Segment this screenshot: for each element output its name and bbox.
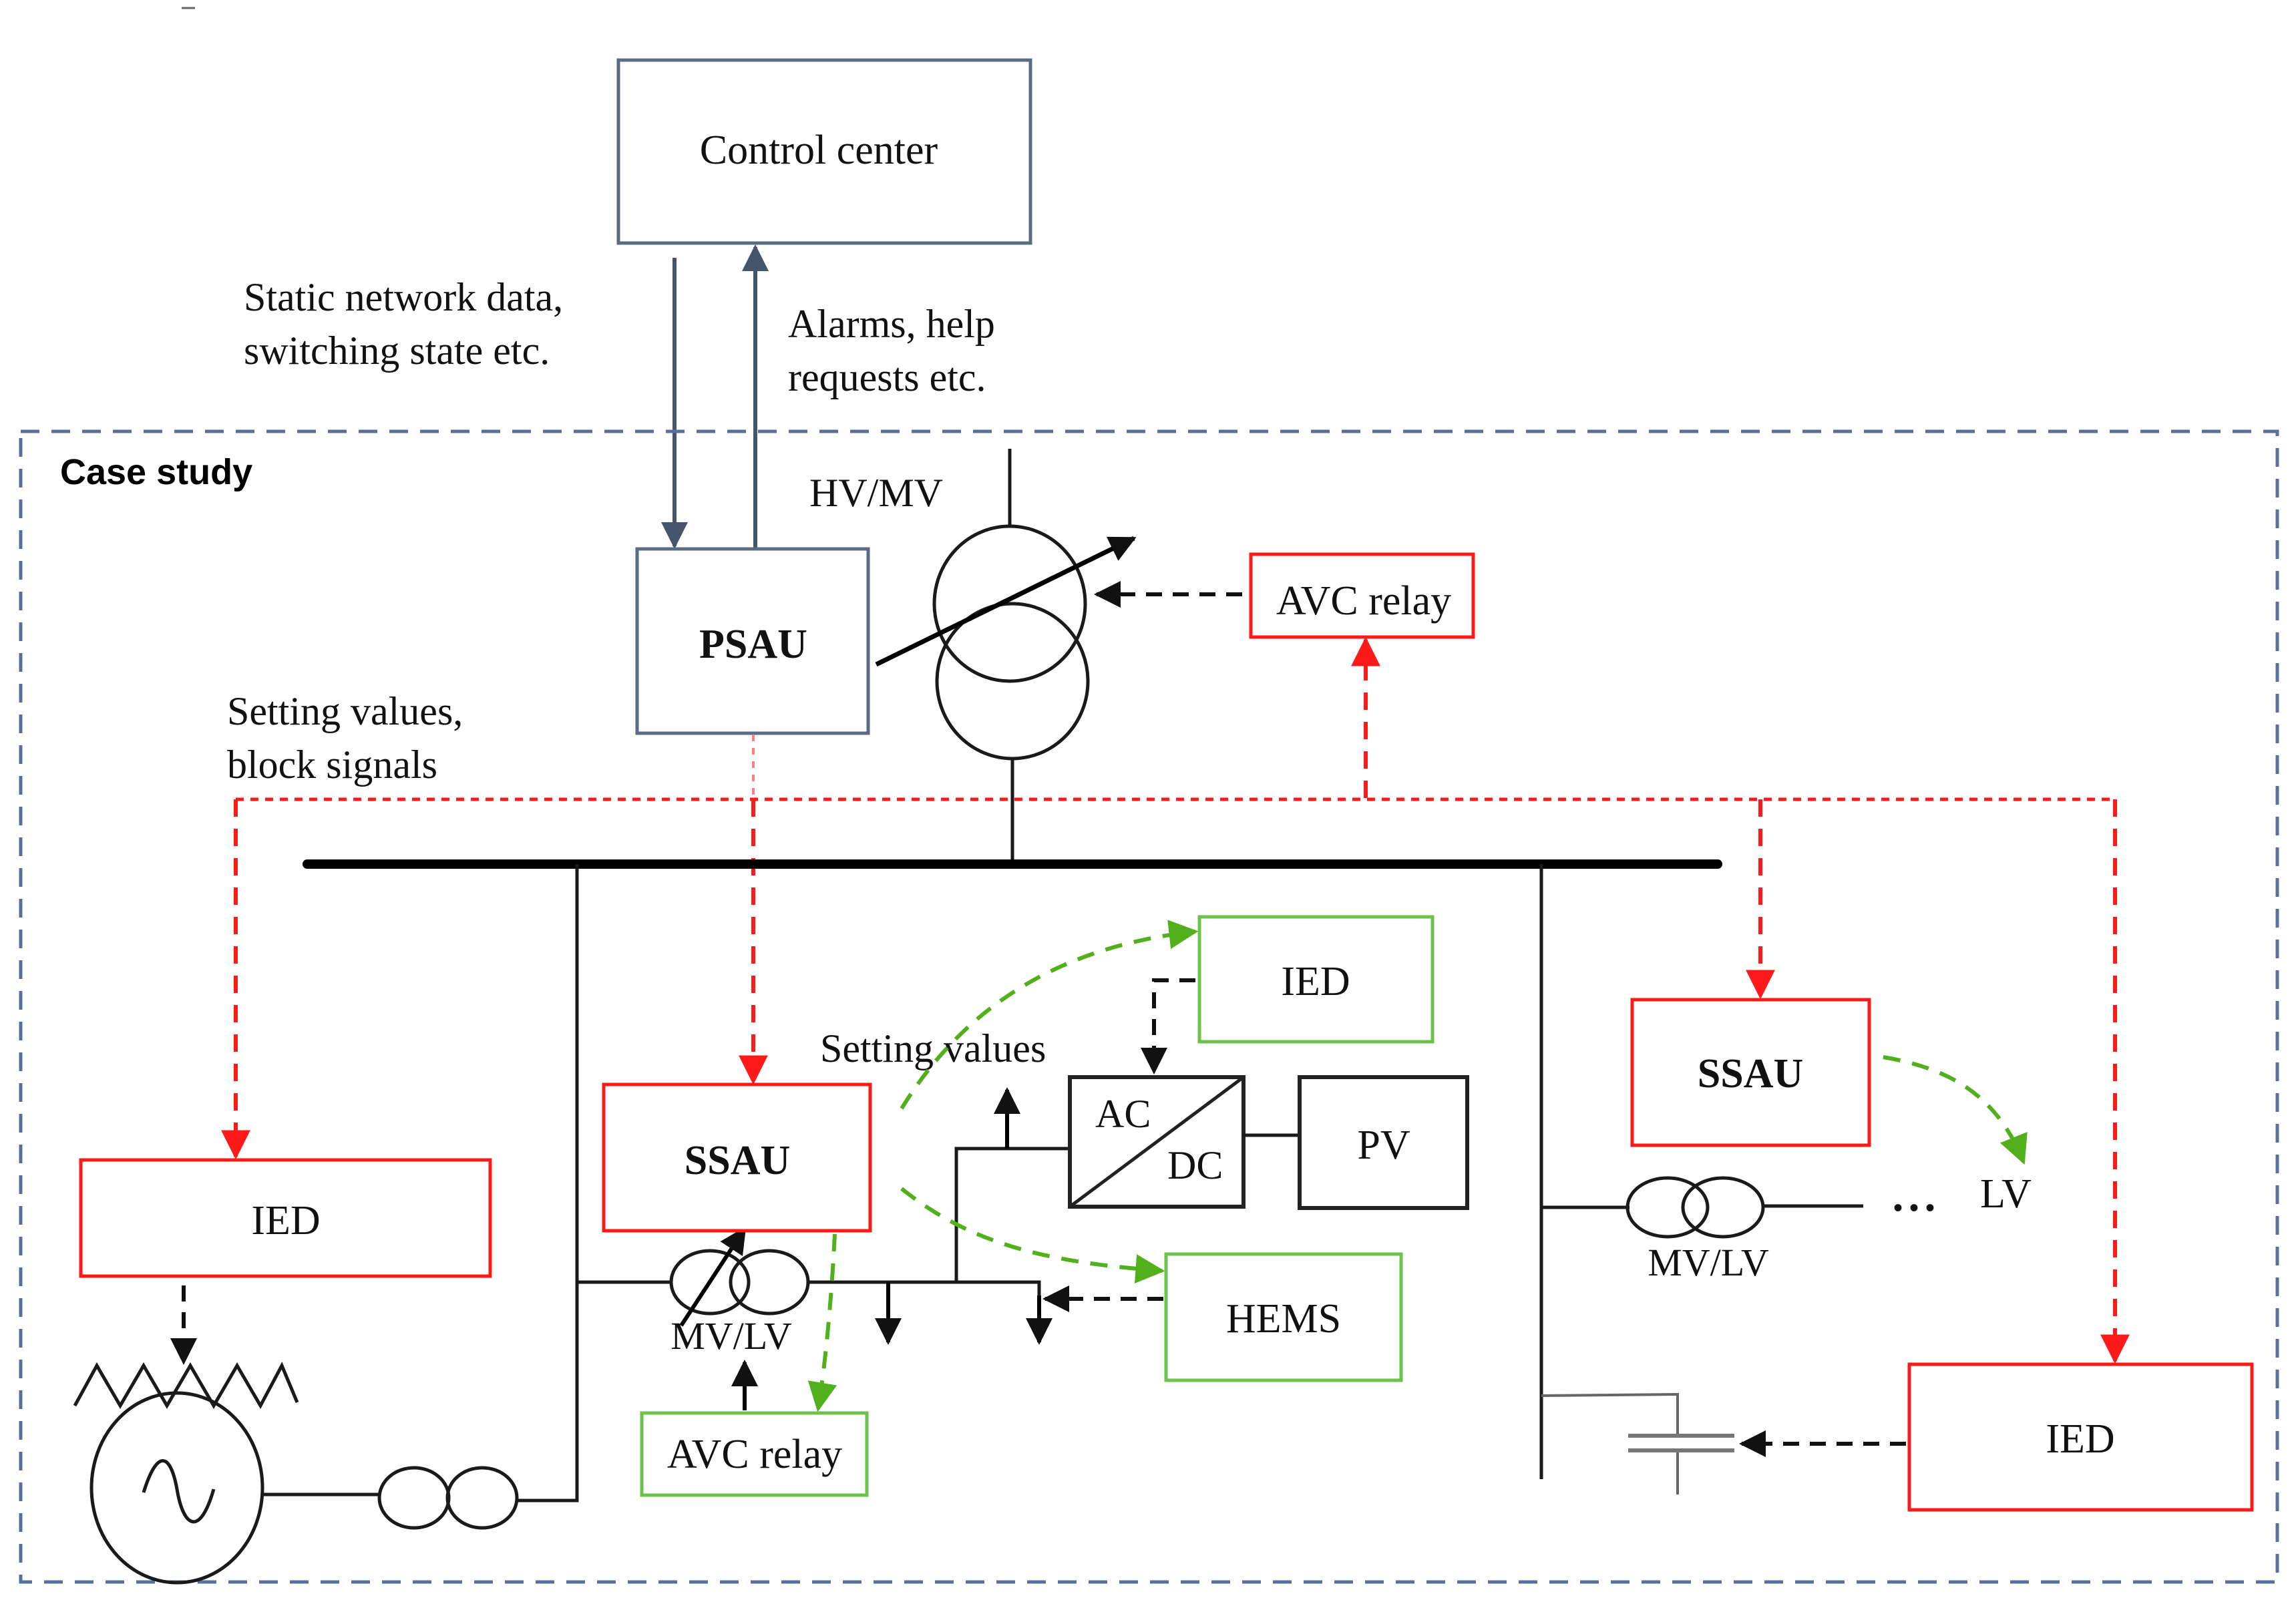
ied-right-box[interactable]: IED [1907, 1362, 2254, 1512]
ied-right-label: IED [2046, 1416, 2114, 1462]
lv-label: LV [1980, 1171, 2032, 1217]
gen-transformer-winding-1 [377, 1466, 451, 1530]
pv-label: PV [1357, 1123, 1410, 1168]
ied-to-inverter-arrow [1141, 978, 1195, 1074]
mv-lv-middle-label: MV/LV [671, 1314, 792, 1358]
ied-green-box[interactable]: IED [1197, 915, 1434, 1044]
uplink-label: Alarms, help requests etc. [788, 302, 1005, 399]
mv-lv-middle-winding-1 [669, 1249, 751, 1316]
avc-relay-bottom-label: AVC relay [667, 1432, 842, 1477]
inverter-ac-label: AC [1095, 1092, 1151, 1136]
downlink-label: Static network data, switching state etc… [244, 275, 573, 373]
ssau-to-avc-bottom-arrow [807, 1233, 837, 1412]
setting-values-label: Setting values [820, 1026, 1046, 1070]
psau-box[interactable]: PSAU [635, 547, 870, 735]
hems-label: HEMS [1226, 1296, 1341, 1342]
control-center-box[interactable]: Control center [616, 58, 1032, 245]
mv-lv-tap-arrow-icon [679, 1226, 747, 1327]
avc-relay-top-box[interactable]: AVC relay [1249, 552, 1475, 639]
case-study-frame [19, 429, 2279, 1584]
avc-relay-top-label: AVC relay [1276, 578, 1451, 624]
mv-lv-right-label: MV/LV [1648, 1241, 1769, 1284]
case-study-title: Case study [60, 452, 252, 492]
mv-lv-right-winding-1 [1625, 1176, 1710, 1239]
ssau-to-hems-arrow [900, 1187, 1165, 1284]
ssau-middle-label: SSAU [685, 1138, 791, 1183]
ssau-right-to-lv-arrow [1883, 1055, 2028, 1165]
capacitor-branch-line [1541, 1392, 1679, 1434]
ac-dc-inverter-box[interactable]: AC DC [1068, 1075, 1246, 1209]
mv-lv-middle-winding-2 [729, 1249, 810, 1316]
inverter-diagonal [1069, 1075, 1245, 1209]
ssau-right-box[interactable]: SSAU [1630, 998, 1871, 1147]
wind-turbulence-icon [73, 1362, 299, 1410]
avc-relay-bottom-box[interactable]: AVC relay [640, 1411, 869, 1497]
ssau-middle-box[interactable]: SSAU [602, 1082, 872, 1233]
hv-mv-transformer-winding-1 [932, 524, 1087, 683]
tap-changer-arrow-icon [875, 536, 1137, 667]
ied-left-box[interactable]: IED [79, 1158, 492, 1278]
ssau-right-label: SSAU [1698, 1051, 1804, 1096]
ellipsis-label: • • • [1893, 1193, 1935, 1223]
setting-block-label: Setting values, block signals [227, 689, 473, 787]
ssau-to-ied-green-arrow [900, 920, 1199, 1110]
hv-mv-label: HV/MV [809, 471, 943, 515]
control-center-label: Control center [700, 128, 938, 173]
ac-sine-icon [142, 1459, 216, 1524]
hems-box[interactable]: HEMS [1164, 1252, 1403, 1382]
ied-left-label: IED [251, 1198, 320, 1243]
inverter-dc-label: DC [1167, 1143, 1223, 1187]
left-feeder-line [518, 864, 579, 1503]
lv-feeder-line [808, 1280, 1041, 1309]
generator-icon [89, 1391, 264, 1585]
ied-green-label: IED [1281, 959, 1350, 1004]
psau-label: PSAU [699, 622, 807, 667]
pv-box[interactable]: PV [1298, 1075, 1469, 1210]
mv-lv-right-winding-2 [1681, 1176, 1765, 1239]
pv-branch-line [954, 1147, 1070, 1282]
gen-transformer-winding-2 [445, 1466, 519, 1530]
